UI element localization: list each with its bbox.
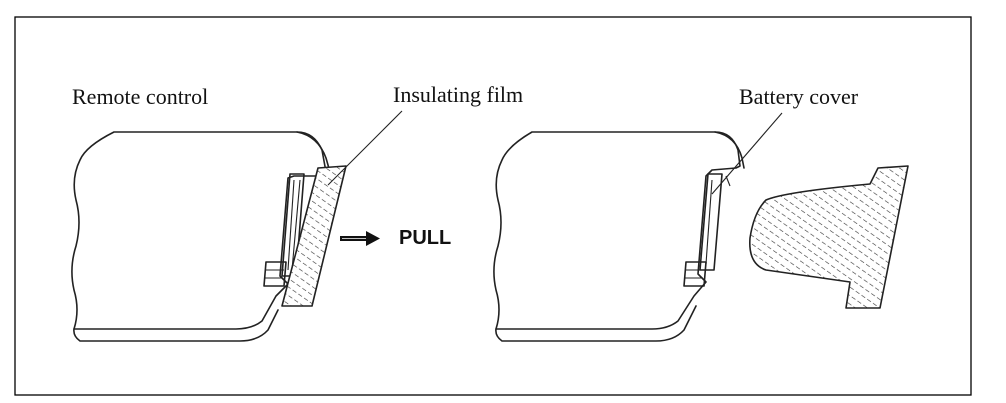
remote-control-body-right <box>493 131 741 330</box>
right-arrow-icon <box>340 231 380 246</box>
remote-with-film <box>71 110 403 342</box>
battery-cover <box>749 165 909 309</box>
cover-leader-line <box>711 112 783 195</box>
battery-cover-label: Battery cover <box>739 84 859 109</box>
diagram-frame <box>14 16 972 396</box>
remote-cover-removed <box>493 112 909 342</box>
film-leader-line <box>327 110 403 186</box>
pull-label: PULL <box>399 227 451 249</box>
insulating-film <box>281 165 347 307</box>
remote-control-label: Remote control <box>72 84 208 109</box>
insulating-film-label: Insulating film <box>393 82 523 107</box>
